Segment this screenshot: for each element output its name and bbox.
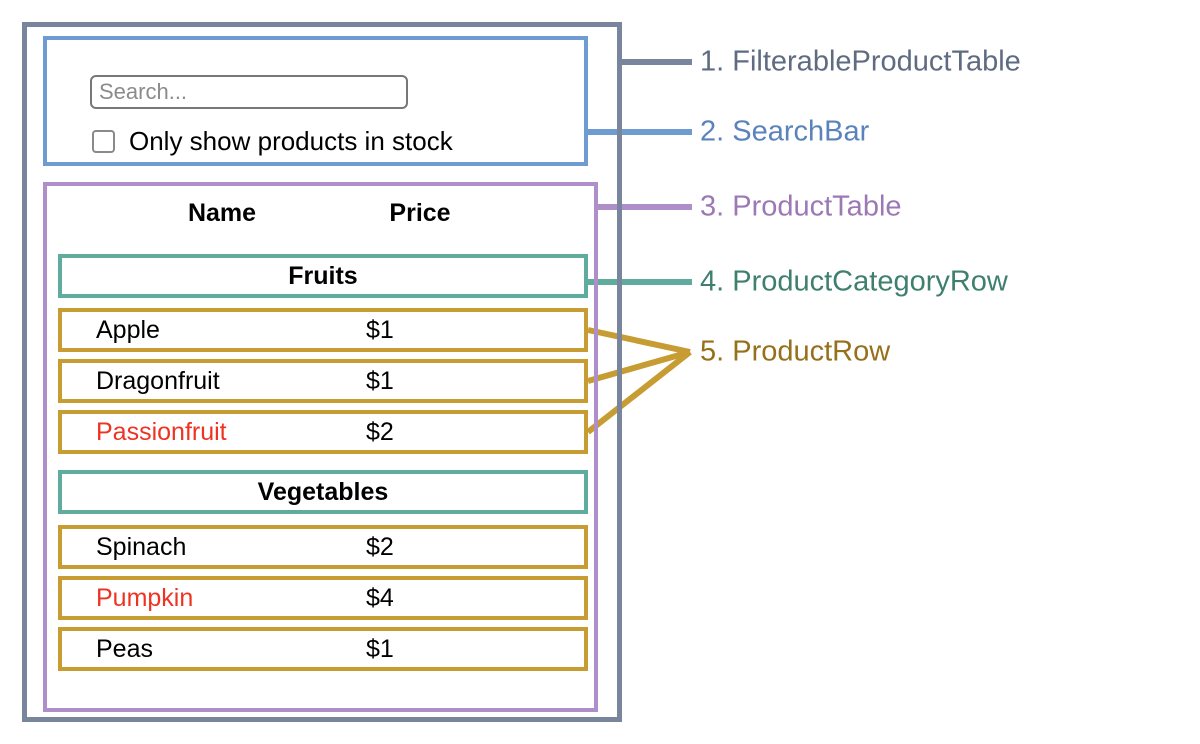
product-price: $4 xyxy=(366,583,394,612)
product-row: Peas $1 xyxy=(58,627,588,671)
product-price: $2 xyxy=(366,532,394,561)
checkbox-icon[interactable] xyxy=(92,129,115,153)
product-row: Apple $1 xyxy=(58,308,588,352)
product-name: Dragonfruit xyxy=(96,366,220,395)
column-header-name: Name xyxy=(187,199,257,227)
product-row: Pumpkin $4 xyxy=(58,576,588,620)
product-category-row: Fruits xyxy=(58,254,588,298)
product-category-row: Vegetables xyxy=(58,470,588,514)
product-table-header: Name Price xyxy=(58,198,588,238)
product-table-boundary xyxy=(43,182,598,712)
product-name: Spinach xyxy=(96,532,187,561)
legend-label-product-table: 3. ProductTable xyxy=(700,190,902,223)
product-category-label: Vegetables xyxy=(257,477,389,506)
legend-label-filterable-product-table: 1. FilterableProductTable xyxy=(700,45,1021,78)
product-price: $2 xyxy=(366,417,394,446)
product-row: Spinach $2 xyxy=(58,525,588,569)
product-row: Passionfruit $2 xyxy=(58,410,588,454)
product-price: $1 xyxy=(366,634,394,663)
in-stock-filter-row[interactable]: Only show products in stock xyxy=(92,124,453,158)
in-stock-checkbox-label: Only show products in stock xyxy=(129,126,453,156)
product-name: Passionfruit xyxy=(96,417,227,446)
legend-label-product-category-row: 4. ProductCategoryRow xyxy=(700,265,1008,298)
column-header-price: Price xyxy=(389,199,451,227)
product-category-label: Fruits xyxy=(288,261,358,290)
search-bar-boundary xyxy=(43,36,588,166)
product-row: Dragonfruit $1 xyxy=(58,359,588,403)
product-price: $1 xyxy=(366,366,394,395)
filterable-product-table-boundary xyxy=(22,22,622,722)
product-price: $1 xyxy=(366,315,394,344)
product-name: Pumpkin xyxy=(96,583,194,612)
legend-label-search-bar: 2. SearchBar xyxy=(700,115,870,148)
legend-label-product-row: 5. ProductRow xyxy=(700,335,891,368)
search-input[interactable] xyxy=(90,75,408,109)
product-name: Peas xyxy=(96,634,153,663)
product-name: Apple xyxy=(96,315,160,344)
